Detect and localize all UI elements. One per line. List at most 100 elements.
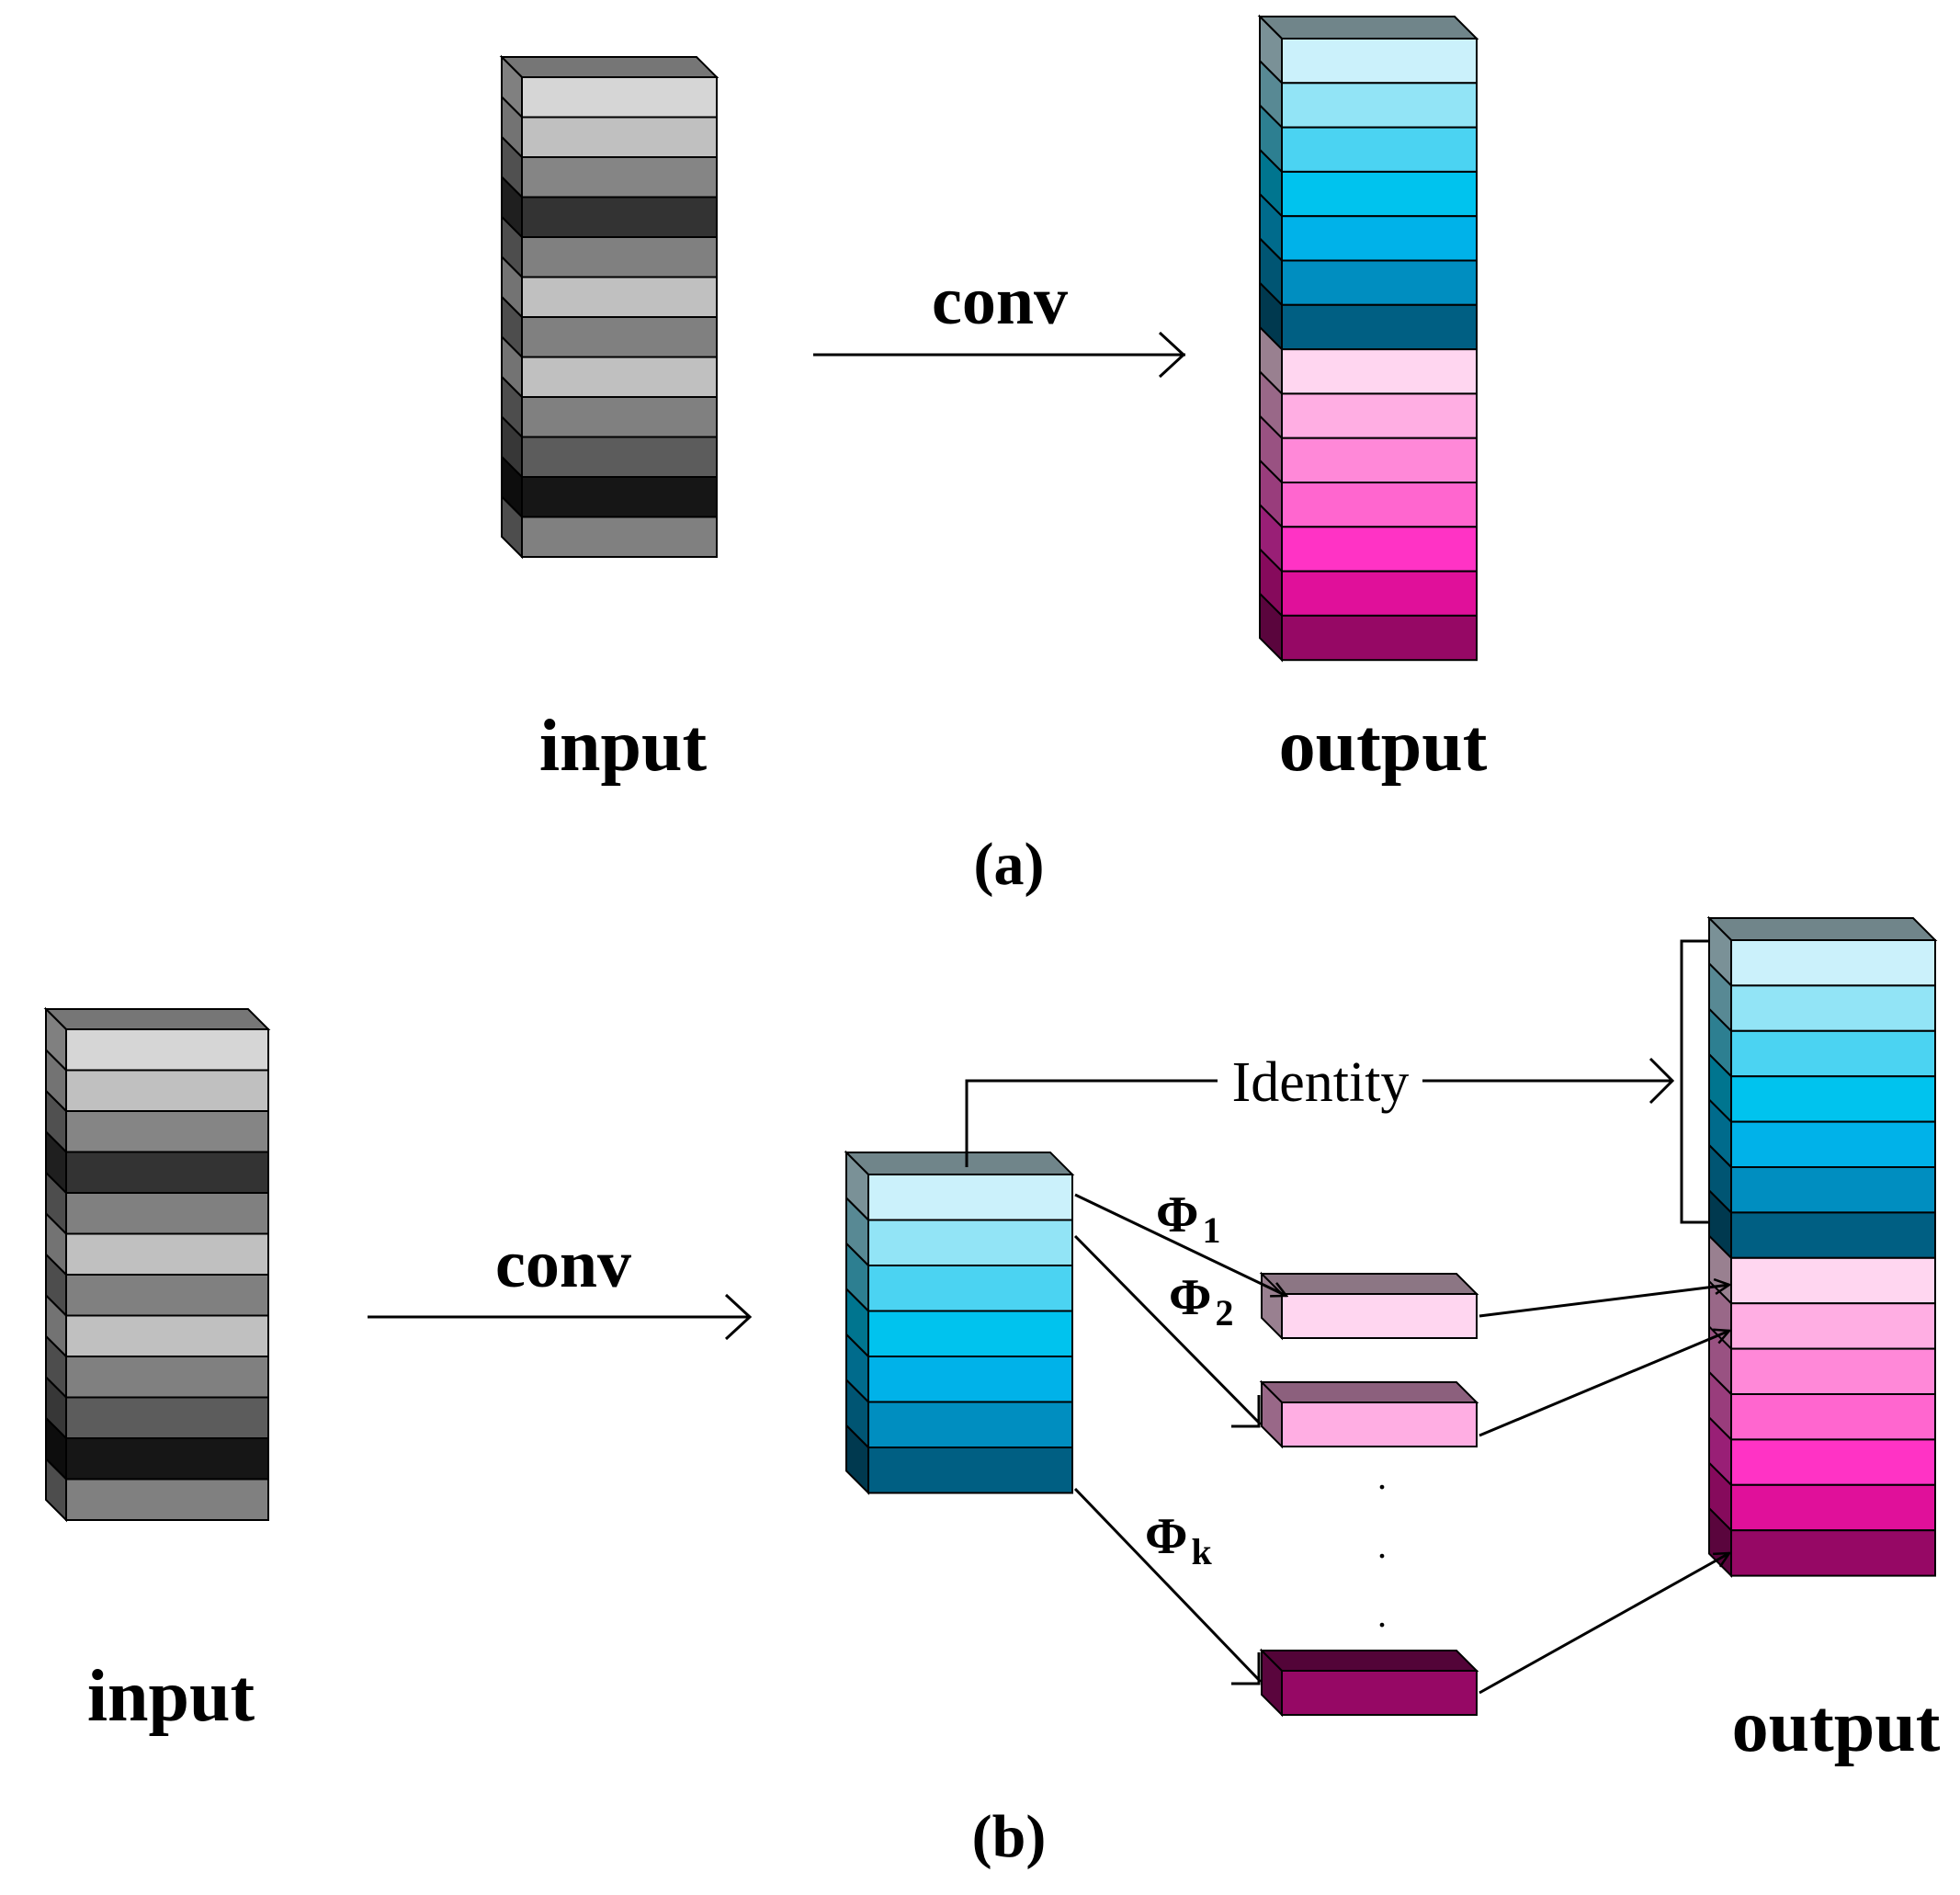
panel-a-input-slab-9 [521,396,718,438]
panel-a-input-slab-4 [521,196,718,238]
panel-b-output-top-face [1706,917,1938,941]
panel-b-output-slab-10 [1730,1347,1936,1395]
panel-b-ghostk-to-output-arrow [1478,1553,1729,1695]
panel-a-input-top-face [499,56,719,78]
panel-b-intermediate-slab-5 [867,1356,1073,1403]
panel-b-output-label: output [1732,1686,1941,1767]
panel-b-input-label: input [87,1656,255,1737]
panel-b-identity-arrowhead [1648,1057,1675,1105]
panel-b-input-slab-4 [65,1151,269,1194]
panel-a-output-slab-13 [1281,570,1478,617]
panel-a-output-slab-3 [1281,126,1478,173]
panel-b-input-slab-6 [65,1232,269,1276]
panel-a-input-slab-10 [521,436,718,478]
panel-b-intermediate-slab-7 [867,1447,1073,1494]
panel-b-input-slab-7 [65,1274,269,1317]
panel-b-intermediate-slab-2 [867,1219,1073,1266]
panel-a-input-slab-12 [521,516,718,558]
panel-b-ghost2-top-face [1259,1381,1479,1403]
panel-a-output-slab-11 [1281,482,1478,528]
panel-a-input-slab-11 [521,476,718,518]
panel-b-input-slab-8 [65,1314,269,1357]
panel-b-input-slab-9 [65,1356,269,1399]
panel-b-output-slab-4 [1730,1075,1936,1123]
panel-b-ghost1-slab-1 [1281,1293,1478,1339]
panel-b-intermediate-top-face [844,1152,1075,1175]
panel-b-caption: (b) [972,1803,1047,1870]
panel-b-ellipsis-dot-2: . [1377,1525,1387,1566]
panel-a-input-stack [499,54,719,560]
panel-a-caption: (a) [974,831,1045,898]
panel-a-output-label: output [1279,706,1488,787]
panel-a-conv-arrowhead [1158,331,1186,379]
panel-b-intermediate-slab-3 [867,1265,1073,1312]
panel-a-input-label: input [539,706,708,787]
panel-a-input-slab-3 [521,156,718,199]
panel-b-intermediate-slab-1 [867,1174,1073,1221]
panel-b-phi2-arrow [1073,1234,1263,1426]
panel-a-output-slab-8 [1281,348,1478,395]
panel-b-ghost2-slab-1 [1281,1401,1478,1447]
panel-a-output-slab-5 [1281,215,1478,262]
panel-b-phik-arrowhead [1231,1652,1261,1685]
panel-a-conv-label: conv [932,264,1068,339]
panel-b-output-slab-8 [1730,1256,1936,1305]
panel-a-input-slab-8 [521,356,718,398]
panel-b-phi2-arrowhead [1231,1395,1261,1428]
panel-b-output-slab-7 [1730,1211,1936,1259]
panel-b-conv-arrowhead [724,1293,753,1341]
panel-b-ghostk-slab-1 [1281,1670,1478,1716]
panel-a-input-slab-6 [521,276,718,318]
panel-b-output-slab-13 [1730,1483,1936,1532]
panel-b-phik-arrow [1073,1487,1263,1684]
panel-b-input-slab-11 [65,1437,269,1481]
panel-b-output-slab-5 [1730,1120,1936,1168]
panel-a-output-stack [1257,14,1479,663]
panel-a-input-slab-2 [521,116,718,158]
panel-b-output-slab-6 [1730,1166,1936,1214]
panel-b-ghost1-top-face [1259,1273,1479,1295]
panel-b-output-slab-2 [1730,984,1936,1032]
panel-b-phi1-arrow [1074,1193,1286,1296]
panel-b-ghost-feature-1 [1259,1271,1479,1341]
panel-a-output-slab-10 [1281,437,1478,484]
panel-b-output-slab-11 [1730,1393,1936,1441]
panel-b-input-slab-2 [65,1069,269,1112]
panel-b-ghostk-top-face [1259,1650,1479,1672]
panel-b-output-stack [1706,915,1938,1579]
panel-b-output-slab-14 [1730,1529,1936,1577]
panel-b-conv-label: conv [495,1227,631,1302]
panel-b-intermediate-slab-4 [867,1310,1073,1357]
panel-b-ghost-feature-k [1259,1648,1479,1718]
panel-a-input-slab-7 [521,316,718,358]
panel-b-output-slab-9 [1730,1302,1936,1350]
panel-b-identity-bracket [1680,939,1709,1224]
panel-b-ghost1-to-output-arrow [1478,1285,1729,1318]
panel-a-output-slab-12 [1281,526,1478,573]
panel-b-output-slab-3 [1730,1029,1936,1078]
panel-a-input-slab-5 [521,236,718,278]
panel-a-output-slab-14 [1281,614,1478,662]
panel-b-input-slab-12 [65,1478,269,1521]
panel-b-identity-path [965,1079,1218,1167]
panel-b-ellipsis-dot-3: . [1377,1594,1387,1635]
panel-b-intermediate-slab-6 [867,1401,1073,1448]
panel-b-ghost2-to-output-arrow [1478,1331,1729,1437]
panel-b-identity-label: Identity [1232,1051,1410,1114]
panel-a-output-slab-2 [1281,82,1478,129]
panel-a-output-slab-9 [1281,392,1478,439]
panel-b-output-slab-1 [1730,939,1936,987]
panel-a-output-slab-4 [1281,170,1478,218]
panel-a-output-slab-6 [1281,259,1478,306]
panel-b-input-slab-5 [65,1192,269,1235]
panel-a-input-slab-1 [521,76,718,119]
panel-b-ghost-feature-2 [1259,1379,1479,1449]
panel-b-input-slab-3 [65,1110,269,1153]
panel-a-output-slab-1 [1281,38,1478,85]
panel-a-output-top-face [1257,16,1479,40]
